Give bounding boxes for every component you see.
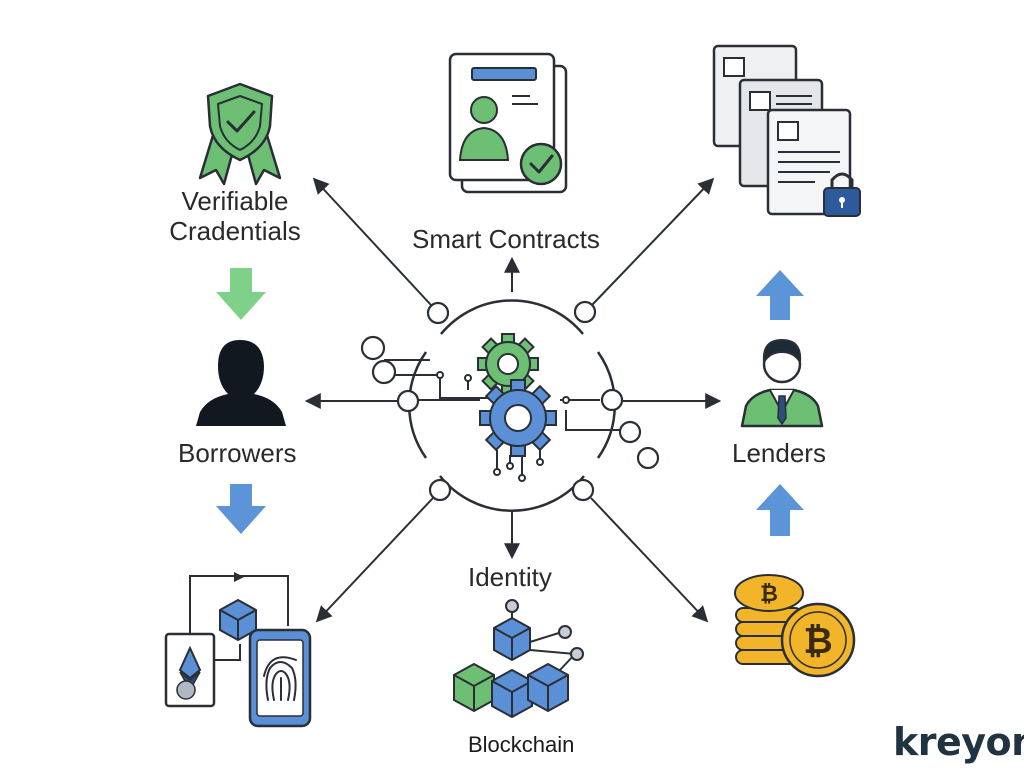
brand-logo: kreyon xyxy=(893,720,1024,764)
label-smart-contracts: Smart Contracts xyxy=(412,224,600,254)
label-verifiable-credentials-line1: Verifiable xyxy=(181,186,289,216)
label-lenders: Lenders xyxy=(732,438,826,468)
id-card-verified-icon xyxy=(448,52,568,194)
fingerprint-phone-crypto-icon xyxy=(164,572,312,728)
bitcoin-coins-icon: ₿ ₿ xyxy=(734,574,856,678)
label-verifiable-credentials-line2: Cradentials xyxy=(169,216,301,246)
label-identity: Identity xyxy=(468,562,552,592)
arrow-to-bottom-left xyxy=(315,497,434,623)
label-borrowers: Borrowers xyxy=(178,438,297,468)
shield-ribbon-check-icon xyxy=(198,82,282,186)
blockchain-cubes-icon xyxy=(453,599,584,719)
green-gear xyxy=(477,333,539,395)
blue-gear xyxy=(479,379,557,457)
bitcoin-symbol-large: ₿ xyxy=(803,621,832,662)
hub-circle-arc-top xyxy=(440,299,584,335)
hub-circle-arc-bottom xyxy=(439,475,585,512)
blue-up-arrow-icon-top xyxy=(756,270,804,320)
arrow-to-bitcoin xyxy=(590,497,709,623)
green-down-arrow-icon xyxy=(216,268,266,320)
label-verifiable-credentials: Verifiable Cradentials xyxy=(150,186,320,246)
arrow-to-documents xyxy=(591,177,715,306)
blue-up-arrow-icon-bottom xyxy=(756,484,804,536)
lender-person-icon xyxy=(740,338,824,428)
borrower-person-icon xyxy=(196,340,286,426)
circuit-node-dots xyxy=(436,371,570,482)
connector-nodes xyxy=(360,300,660,502)
label-blockchain: Blockchain xyxy=(468,732,575,757)
connector-arrows xyxy=(304,177,722,623)
blue-down-arrow-icon xyxy=(216,484,266,534)
gears-circuit-hub-icon xyxy=(477,333,557,457)
arrow-to-verifiable-credentials xyxy=(312,177,432,306)
locked-documents-icon xyxy=(712,44,861,217)
bitcoin-symbol-small: ₿ xyxy=(760,582,778,607)
center-hub xyxy=(360,299,660,512)
